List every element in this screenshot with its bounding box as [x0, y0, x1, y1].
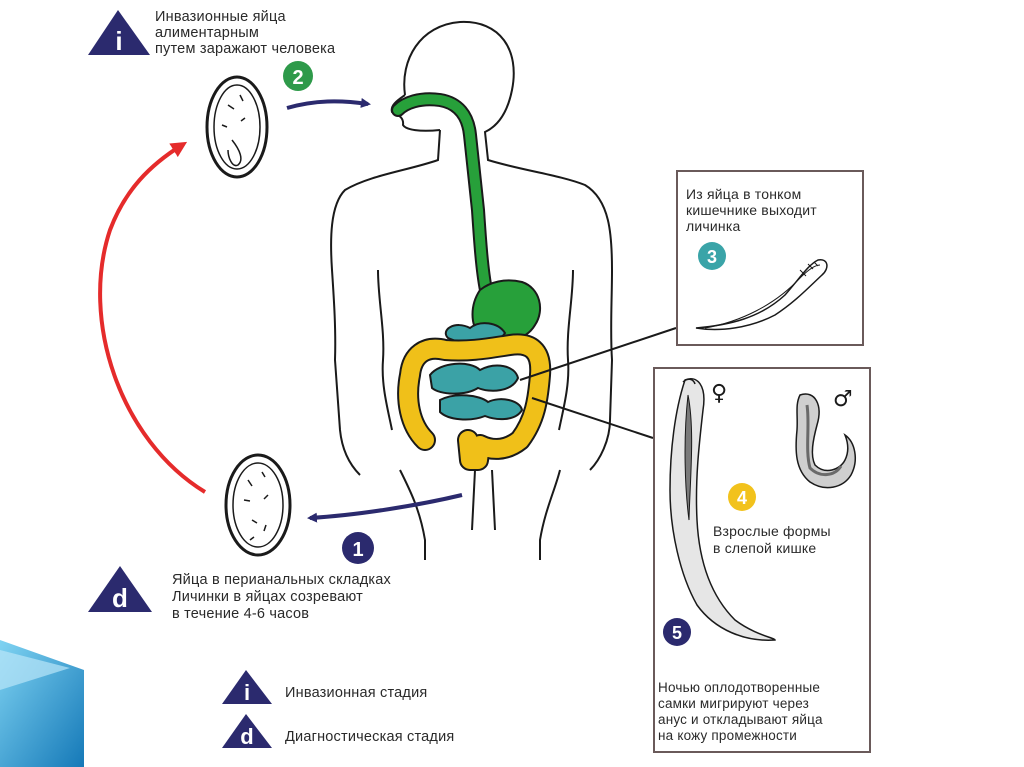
female-worm	[669, 378, 776, 641]
legend-badge-d: d	[222, 714, 272, 749]
badge-i-top-letter: i	[115, 26, 122, 56]
egg-top	[205, 75, 269, 179]
female-symbol: ♀	[711, 381, 727, 406]
male-worm	[795, 393, 857, 489]
svg-text:4: 4	[737, 488, 747, 508]
badge-d-left-letter: d	[112, 583, 128, 613]
svg-text:d: d	[240, 724, 253, 749]
stage5-caption: Ночью оплодотворенные самки мигрируют че…	[658, 680, 823, 743]
small-intestine	[428, 322, 524, 421]
large-intestine	[397, 333, 552, 471]
top-caption: Инвазионные яйца алиментарным путем зара…	[155, 9, 336, 57]
slide-corner-decoration	[0, 640, 84, 767]
step-4-circle: 4	[728, 483, 756, 511]
arrow-egg-cycle	[98, 141, 207, 494]
male-symbol: ♂	[833, 387, 853, 412]
svg-text:3: 3	[707, 247, 717, 267]
esophagus-and-stomach	[391, 92, 542, 342]
human-body-outline	[330, 20, 614, 560]
arrow-to-mouth	[286, 98, 371, 110]
step-5-circle: 5	[663, 618, 691, 646]
legend-badge-i: i	[222, 670, 272, 705]
svg-text:i: i	[244, 680, 250, 705]
legend-diagnostic-label: Диагностическая стадия	[285, 729, 455, 745]
legend-invasive-label: Инвазионная стадия	[285, 685, 428, 701]
arrow-to-perianal	[307, 493, 463, 523]
badge-i-top: i	[88, 10, 150, 56]
step-2-circle: 2	[283, 61, 313, 91]
larva-figure: 3	[695, 242, 828, 331]
stage3-caption: Из яйца в тонком кишечнике выходит личин…	[686, 186, 817, 234]
adult-worms-figure: ♀ ♂ 4 5	[663, 378, 857, 646]
egg-bottom	[224, 453, 292, 557]
step-1-circle: 1	[342, 532, 374, 564]
step-3-circle: 3	[698, 242, 726, 270]
pointer-lines	[519, 327, 677, 439]
svg-text:5: 5	[672, 623, 682, 643]
stage4-caption: Взрослые формы в слепой кишке	[713, 523, 831, 556]
badge-d-left: d	[88, 566, 152, 613]
stage-d-caption: Яйца в перианальных складках Личинки в я…	[172, 572, 391, 622]
svg-text:2: 2	[292, 67, 303, 89]
svg-text:1: 1	[352, 539, 363, 561]
